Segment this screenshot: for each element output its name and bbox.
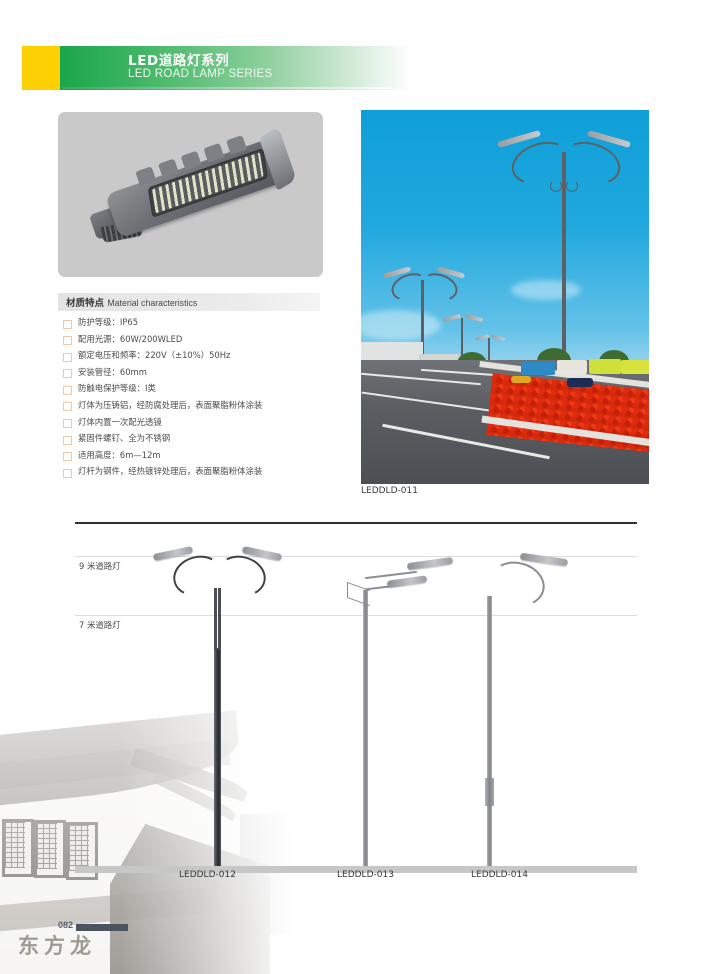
list-item: 适用高度：6m—12m xyxy=(63,450,363,462)
list-item: 灯杆为钢件，经热镀锌处理后，表面聚脂粉体涂装 xyxy=(63,466,363,478)
spec-text: 灯杆为钢件，经热镀锌处理后，表面聚脂粉体涂装 xyxy=(78,466,263,477)
model-label-leddld-014: LEDDLD-014 xyxy=(471,870,528,880)
model-label-leddld-012: LEDDLD-012 xyxy=(179,870,236,880)
header-underline xyxy=(62,87,392,89)
checkbox-icon xyxy=(63,336,72,346)
list-item: 防触电保护等级：I类 xyxy=(63,383,363,395)
checkbox-icon xyxy=(63,369,72,379)
spec-text: 灯体内置一次配光透镜 xyxy=(78,416,162,427)
photo-model-label: LEDDLD-011 xyxy=(361,486,418,496)
section-divider xyxy=(75,522,637,524)
spec-text: 适用高度：6m—12m xyxy=(78,449,161,460)
specification-list: 防护等级：IP65 配用光源：60W/200WLED 额定电压和频率：220V（… xyxy=(63,317,363,483)
list-item: 灯体为压铸铝，经防腐处理后，表面聚脂粉体涂装 xyxy=(63,400,363,412)
material-characteristics-header: 材质特点 Material characteristics xyxy=(58,293,320,311)
list-item: 额定电压和频率：220V（±10%）50Hz xyxy=(63,350,363,362)
mc-title-en: Material characteristics xyxy=(107,298,198,308)
list-item: 防护等级：IP65 xyxy=(63,317,363,329)
spec-text: 额定电压和频率：220V（±10%）50Hz xyxy=(78,350,231,361)
list-item: 紧固件螺钉、全为不锈钢 xyxy=(63,433,363,445)
model-label-leddld-013: LEDDLD-013 xyxy=(337,870,394,880)
spec-text: 防护等级：IP65 xyxy=(78,317,139,327)
height-label-7m: 7 米道路灯 xyxy=(79,620,121,630)
header-green-banner: LED道路灯系列 LED ROAD LAMP SERIES xyxy=(60,46,412,90)
product-render-box xyxy=(58,112,323,277)
spec-text: 防触电保护等级：I类 xyxy=(78,383,156,394)
checkbox-icon xyxy=(63,452,72,462)
ground-line xyxy=(75,866,637,873)
spec-text: 配用光源：60W/200WLED xyxy=(78,333,183,344)
checkbox-icon xyxy=(63,319,72,329)
header-title-cn: LED道路灯系列 xyxy=(128,53,230,69)
mc-title-cn: 材质特点 xyxy=(66,298,105,309)
led-lamp-head-render xyxy=(78,114,310,276)
technical-drawing-area: 9 米道路灯 7 米道路灯 LEDDLD-012 LEDDLD-013 xyxy=(75,545,637,880)
list-item: 安装管径：60mm xyxy=(63,367,363,379)
checkbox-icon xyxy=(63,402,72,412)
page-number-bar xyxy=(76,924,128,931)
checkbox-icon xyxy=(63,385,72,395)
height-label-9m: 9 米道路灯 xyxy=(79,561,121,571)
list-item: 配用光源：60W/200WLED xyxy=(63,334,363,346)
checkbox-icon xyxy=(63,419,72,429)
checkbox-icon xyxy=(63,352,72,362)
header-title-en: LED ROAD LAMP SERIES xyxy=(128,68,273,80)
spec-text: 灯体为压铸铝，经防腐处理后，表面聚脂粉体涂装 xyxy=(78,399,263,410)
lamp-pole-tall xyxy=(562,152,566,442)
page-number: 082 xyxy=(58,920,74,930)
checkbox-icon xyxy=(63,468,72,478)
material-characteristics-title: 材质特点 Material characteristics xyxy=(66,295,197,309)
list-item: 灯体内置一次配光透镜 xyxy=(63,417,363,429)
background-watermark-architecture: 东方龙 xyxy=(0,694,300,974)
company-logo: 东方龙 xyxy=(18,934,96,958)
section-header: LED道路灯系列 LED ROAD LAMP SERIES xyxy=(0,46,713,90)
spec-text: 紧固件螺钉、全为不锈钢 xyxy=(78,433,171,444)
spec-text: 安装管径：60mm xyxy=(78,366,147,377)
checkbox-icon xyxy=(63,435,72,445)
application-photo xyxy=(361,110,649,484)
header-yellow-block xyxy=(22,46,60,90)
